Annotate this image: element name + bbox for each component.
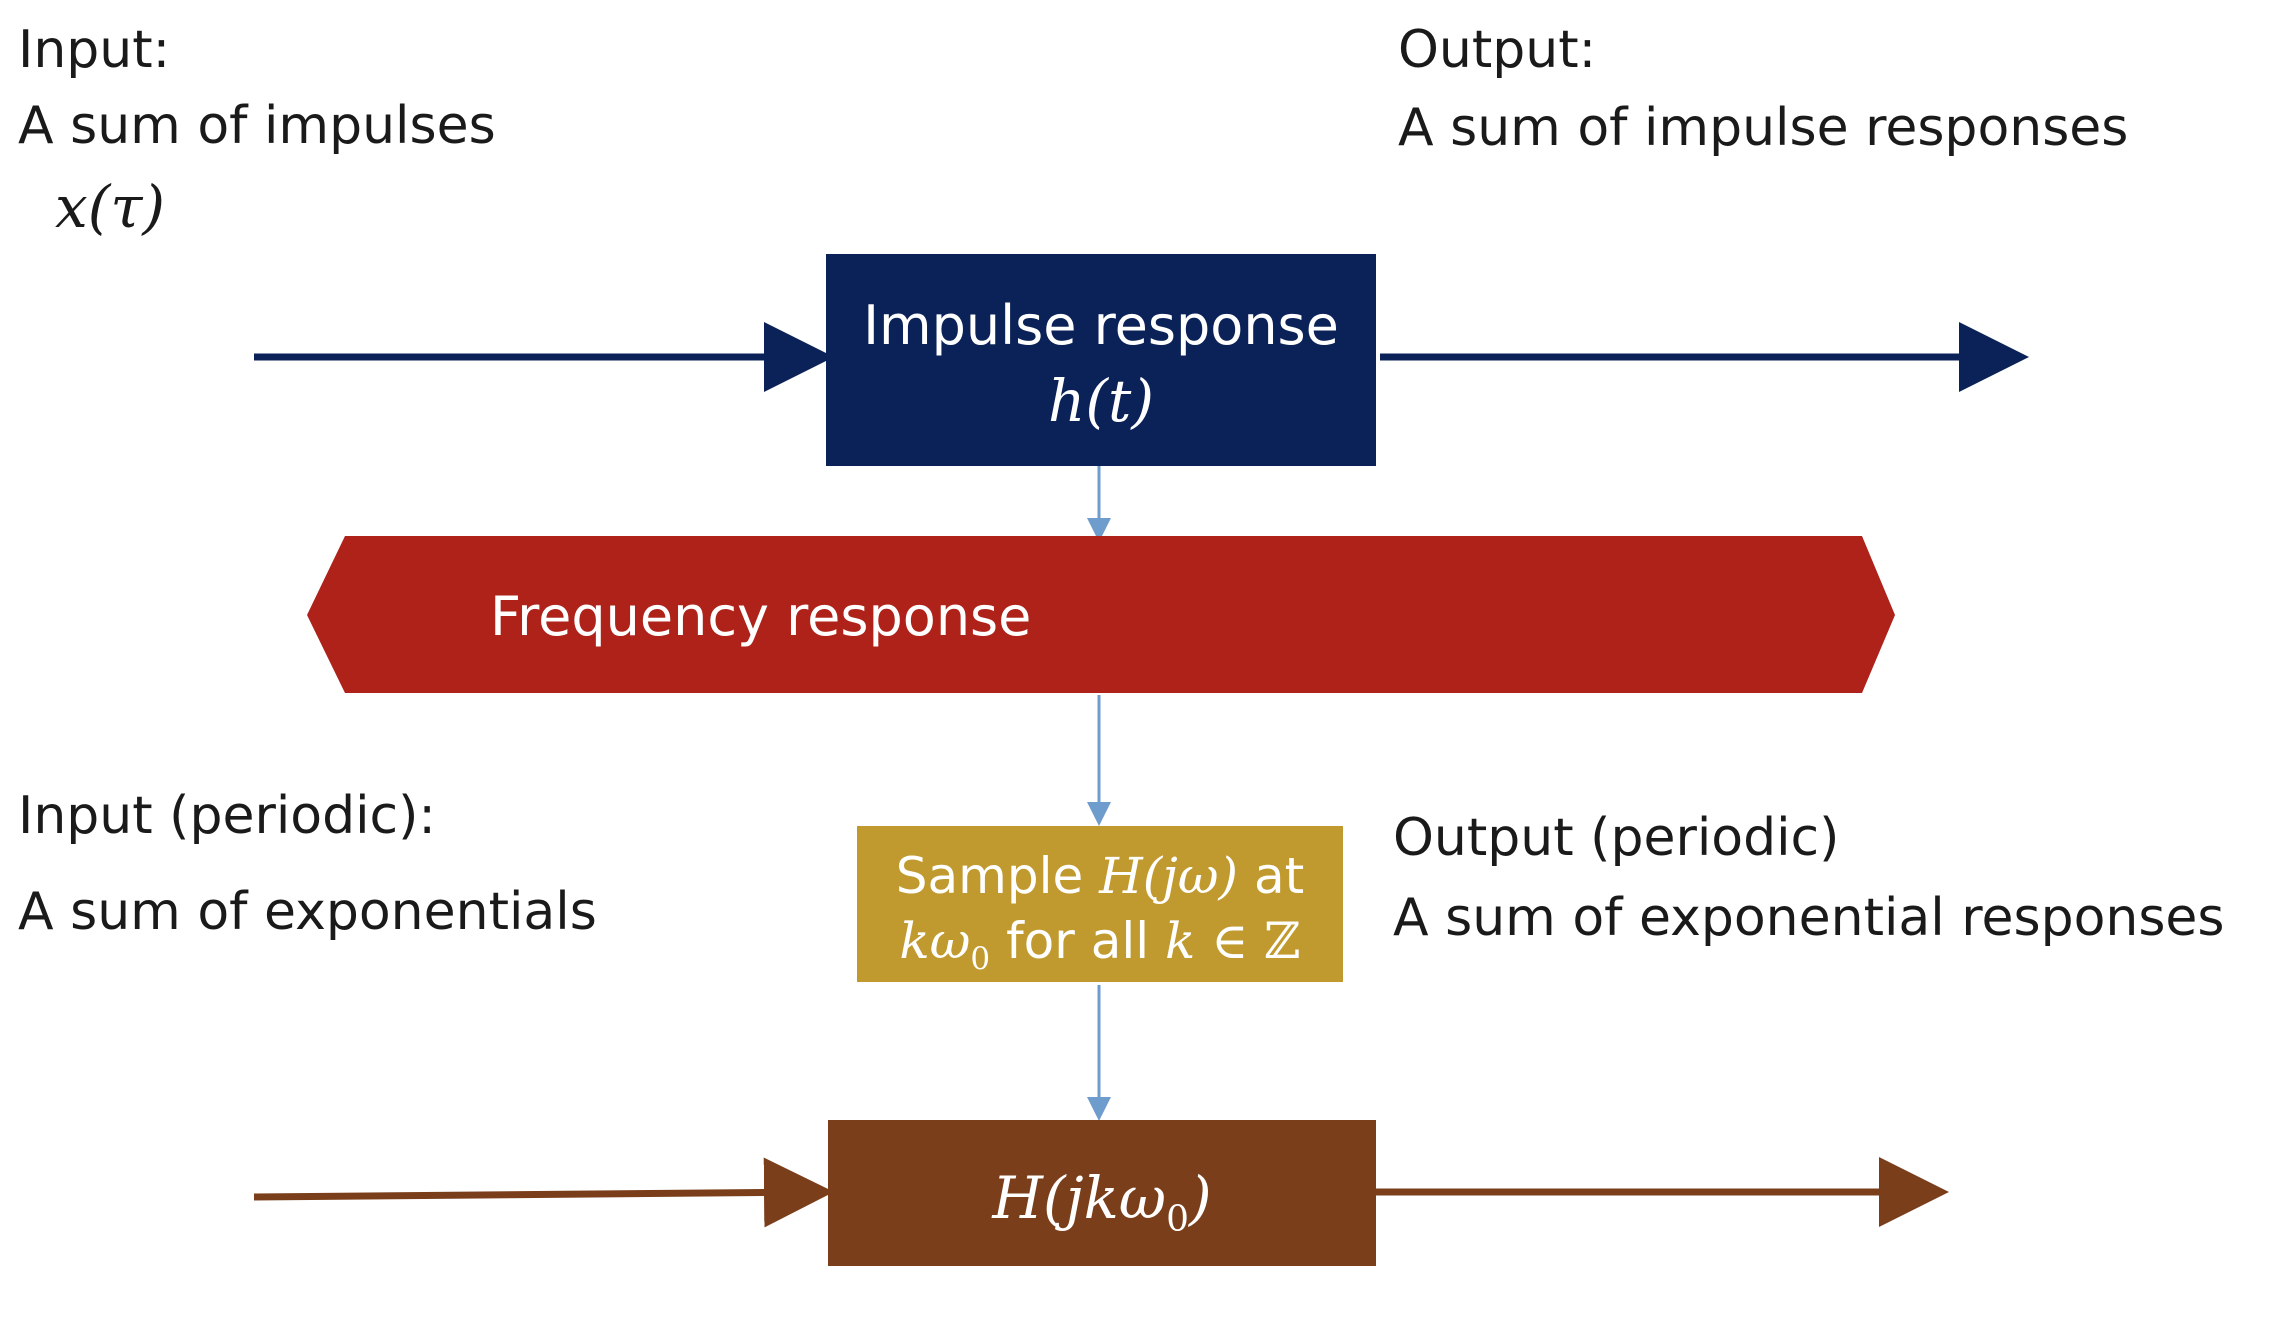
top-output-subtitle: A sum of impulse responses — [1398, 98, 2129, 158]
sample-forall-word: for all — [1006, 912, 1150, 970]
impulse-response-box: Impulse response h(t) — [826, 254, 1376, 466]
top-input-subtitle: A sum of impulses — [18, 96, 496, 156]
frequency-response-banner — [307, 536, 1895, 693]
impulse-response-label: Impulse response — [863, 294, 1339, 357]
sample-math-k-in-z: k ∈ ℤ — [1165, 912, 1301, 970]
sample-box: Sample H(jω) at kω0 for all k ∈ ℤ — [857, 826, 1343, 982]
sample-at-word: at — [1253, 847, 1305, 905]
h-jkw0-box: H(jkω0) — [828, 1120, 1376, 1266]
impulse-response-math: h(t) — [1048, 367, 1154, 435]
sample-math-kw0: kω0 — [899, 912, 991, 977]
h-jkw0-math: H(jkω0) — [992, 1164, 1212, 1240]
frequency-response-label: Frequency response — [490, 585, 1032, 648]
top-input-title: Input: — [18, 20, 171, 80]
sample-word: Sample — [895, 847, 1084, 905]
bottom-input-title: Input (periodic): — [18, 786, 436, 846]
bottom-output-subtitle: A sum of exponential responses — [1393, 888, 2225, 948]
bottom-input-arrow — [253, 1157, 834, 1228]
bottom-input-subtitle: A sum of exponentials — [18, 882, 597, 942]
bottom-output-title: Output (periodic) — [1393, 808, 1840, 868]
sample-box-line1: Sample H(jω) at — [857, 844, 1343, 909]
sample-box-line2: kω0 for all k ∈ ℤ — [857, 909, 1343, 979]
top-input-equation: x(τ) — [55, 173, 166, 241]
sample-math-h: H(jω) — [1099, 847, 1239, 905]
top-output-title: Output: — [1398, 20, 1597, 80]
